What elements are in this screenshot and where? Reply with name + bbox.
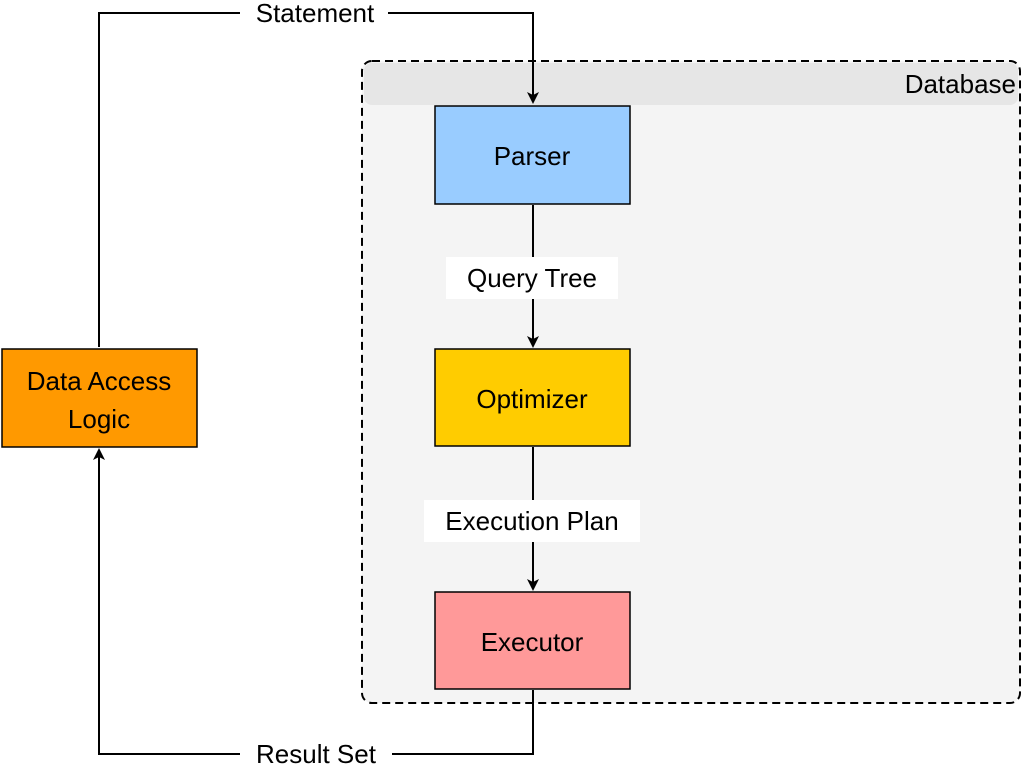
data-access-logic-box <box>1 348 198 448</box>
executor-box <box>434 591 631 690</box>
parser-label: Parser <box>494 141 571 171</box>
data-access-logic-label-line2: Logic <box>68 404 130 434</box>
executor-label: Executor <box>481 627 584 657</box>
parser-box <box>434 105 631 205</box>
edge-execution-plan-label: Execution Plan <box>445 506 618 536</box>
database-boundary <box>361 60 1021 704</box>
data-access-logic-label-line1: Data Access <box>27 366 172 396</box>
edge-execution-plan-label-bg <box>424 500 640 542</box>
node-data-access-logic: Data Access Logic <box>1 348 198 448</box>
database-title: Database <box>905 69 1016 99</box>
node-optimizer: Optimizer <box>434 348 631 447</box>
node-parser: Parser <box>434 105 631 205</box>
optimizer-box <box>434 348 631 447</box>
edges: Statement Query Tree Execution Plan Resu… <box>93 0 640 769</box>
edge-result-set-label: Result Set <box>256 739 377 767</box>
edge-query-tree-label-bg <box>446 257 618 299</box>
node-executor: Executor <box>434 591 631 690</box>
optimizer-label: Optimizer <box>476 384 588 414</box>
edge-query-tree-label: Query Tree <box>467 263 597 293</box>
edge-result-set-label-bg <box>240 740 392 767</box>
edge-statement-label: Statement <box>256 0 375 28</box>
edge-statement-label-bg <box>240 0 388 28</box>
